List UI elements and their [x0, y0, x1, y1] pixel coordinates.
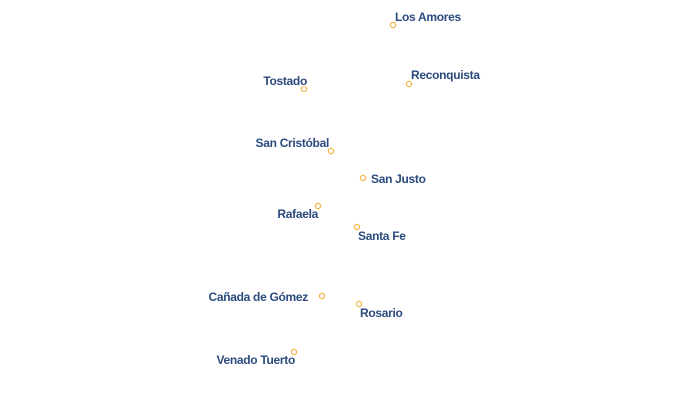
city-los-amores: Los Amores	[389, 9, 463, 29]
city-label: Venado Tuerto	[216, 353, 295, 367]
city-label: San Cristóbal	[256, 136, 329, 150]
city-label: Cañada de Gómez	[208, 290, 308, 304]
city-label: Los Amores	[395, 10, 462, 24]
city-rafaela: Rafaela	[276, 202, 322, 223]
city-marker-icon	[405, 80, 413, 88]
city-marker-icon	[314, 202, 322, 210]
city-marker-icon	[389, 21, 397, 29]
city-tostado: Tostado	[262, 73, 309, 93]
city-marker-icon	[300, 85, 308, 93]
city-marker-icon	[355, 300, 363, 308]
city-rosario: Rosario	[355, 300, 404, 322]
city-san-cristobal: San Cristóbal	[254, 135, 335, 155]
city-marker-icon	[290, 348, 298, 356]
city-san-justo: San Justo	[359, 171, 427, 188]
city-label: Rafaela	[277, 207, 318, 221]
city-label: Santa Fe	[358, 229, 406, 243]
city-label: Reconquista	[411, 68, 480, 82]
city-marker-icon	[318, 292, 326, 300]
city-santa-fe: Santa Fe	[353, 223, 408, 245]
city-marker-icon	[359, 174, 367, 182]
city-label: Tostado	[263, 74, 307, 88]
city-venado-tuerto: Venado Tuerto	[215, 348, 298, 369]
city-canada-de-gomez: Cañada de Gómez	[207, 289, 326, 306]
city-reconquista: Reconquista	[405, 67, 482, 88]
city-marker-icon	[327, 147, 335, 155]
city-marker-icon	[353, 223, 361, 231]
city-label: Rosario	[360, 306, 403, 320]
city-label: San Justo	[371, 172, 426, 186]
